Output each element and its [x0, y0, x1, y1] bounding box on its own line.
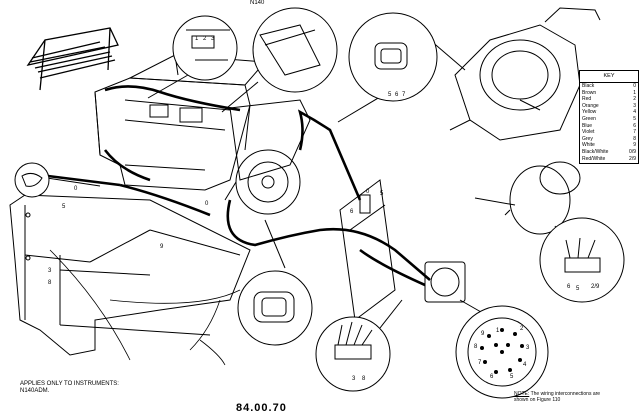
- svg-text:5: 5: [380, 191, 384, 197]
- svg-text:6: 6: [490, 374, 494, 380]
- svg-text:7: 7: [478, 360, 482, 366]
- key-row: Black 0: [580, 83, 638, 90]
- key-color-code: 0: [633, 83, 636, 89]
- svg-text:5: 5: [62, 204, 66, 210]
- svg-text:3: 3: [211, 36, 215, 42]
- svg-text:1: 1: [195, 36, 199, 42]
- applies-note-line2: N140ADM.: [20, 388, 50, 394]
- key-title: KEY: [580, 71, 638, 83]
- key-color-code: 4: [633, 109, 636, 116]
- svg-text:9: 9: [481, 331, 485, 337]
- thin-wires: [49, 249, 241, 366]
- svg-text:8: 8: [48, 280, 52, 286]
- key-row: Black/White 0/9: [580, 149, 638, 156]
- key-color-name: Brown: [582, 89, 597, 96]
- svg-text:2: 2: [520, 326, 524, 332]
- key-color-code: 6: [633, 122, 636, 129]
- footnote-label: NOTE:: [514, 391, 530, 397]
- key-row: Red/White 2/9: [580, 156, 638, 163]
- svg-text:8: 8: [362, 376, 366, 382]
- blower-motor: [224, 149, 301, 215]
- key-color-name: Green: [582, 115, 596, 122]
- svg-text:5: 5: [576, 286, 580, 292]
- figure-reference: N140: [250, 0, 265, 6]
- svg-text:1: 1: [496, 328, 500, 334]
- svg-text:2: 2: [203, 36, 207, 42]
- svg-text:3: 3: [526, 345, 530, 351]
- key-color-name: Red: [582, 96, 592, 103]
- key-color-name: White: [582, 142, 595, 149]
- applies-note: APPLIES ONLY TO INSTRUMENTS: N140ADM.: [20, 381, 119, 395]
- lower-housing: [9, 194, 251, 356]
- key-row: White 9: [580, 142, 638, 149]
- key-row: Green 5: [580, 116, 638, 123]
- callout-circle-left: [14, 162, 50, 198]
- footnote-line1: The wiring interconnections are: [529, 391, 601, 397]
- connector-pins: [480, 328, 524, 374]
- key-color-name: Violet: [582, 129, 595, 136]
- svg-text:0: 0: [74, 186, 78, 192]
- callout-circle-top-right: [348, 12, 438, 102]
- motor-assembly: [504, 161, 581, 235]
- svg-text:2/9: 2/9: [591, 284, 600, 290]
- svg-text:5: 5: [510, 374, 514, 380]
- heater-housing: [94, 54, 311, 191]
- key-row: Brown 1: [580, 90, 638, 97]
- svg-text:5: 5: [388, 92, 392, 98]
- key-row: Violet 7: [580, 129, 638, 136]
- callout-circle-bottom-plug: [315, 316, 391, 392]
- key-color-name: Grey: [582, 135, 593, 142]
- key-color-name: Yellow: [582, 109, 597, 116]
- key-color-name: Black/White: [582, 148, 609, 155]
- key-color-name: Orange: [582, 102, 599, 109]
- key-color-code: 5: [633, 115, 636, 122]
- svg-text:0: 0: [205, 201, 209, 207]
- svg-text:3: 3: [48, 268, 52, 274]
- key-row: Blue 6: [580, 123, 638, 130]
- applies-note-line1: APPLIES ONLY TO INSTRUMENTS:: [20, 381, 119, 387]
- svg-text:4: 4: [523, 362, 527, 368]
- evaporator-fins: [26, 27, 119, 91]
- svg-text:7: 7: [402, 92, 406, 98]
- svg-text:6: 6: [567, 284, 571, 290]
- svg-text:6: 6: [395, 92, 399, 98]
- key-color-code: 9: [633, 142, 636, 149]
- svg-text:0: 0: [366, 189, 370, 195]
- multi-pin-connector: [424, 261, 466, 303]
- key-row: Yellow 4: [580, 109, 638, 116]
- footnote-line2: shown on Figure 110: [514, 397, 561, 403]
- svg-text:6: 6: [350, 209, 354, 215]
- key-color-code: 2: [633, 96, 636, 103]
- right-blower-unit: [449, 7, 601, 141]
- page-number: 84.00.70: [236, 402, 287, 414]
- callout-circle-top-center: [252, 7, 338, 93]
- callout-circle-right-connector: [539, 217, 625, 303]
- key-color-code: 0/9: [629, 148, 636, 155]
- terminal-panel: [339, 179, 396, 321]
- callout-circle-top-left: [172, 15, 238, 81]
- svg-text:9: 9: [160, 244, 164, 250]
- key-color-code: 7: [633, 129, 636, 136]
- key-row: Red 2: [580, 96, 638, 103]
- key-color-name: Blue: [582, 122, 593, 129]
- key-color-name: Black: [582, 83, 595, 89]
- svg-text:8: 8: [474, 344, 478, 350]
- callout-circle-bottom-center: [237, 270, 313, 346]
- key-color-code: 8: [633, 135, 636, 142]
- footnote: NOTE: The wiring interconnections are sh…: [514, 391, 600, 403]
- key-row: Orange 3: [580, 103, 638, 110]
- svg-text:3: 3: [352, 376, 356, 382]
- key-color-name: Red/White: [582, 155, 606, 162]
- key-color-code: 2/9: [629, 155, 636, 162]
- key-row: Grey 8: [580, 136, 638, 143]
- key-color-code: 3: [633, 102, 636, 109]
- key-color-code: 1: [633, 89, 636, 96]
